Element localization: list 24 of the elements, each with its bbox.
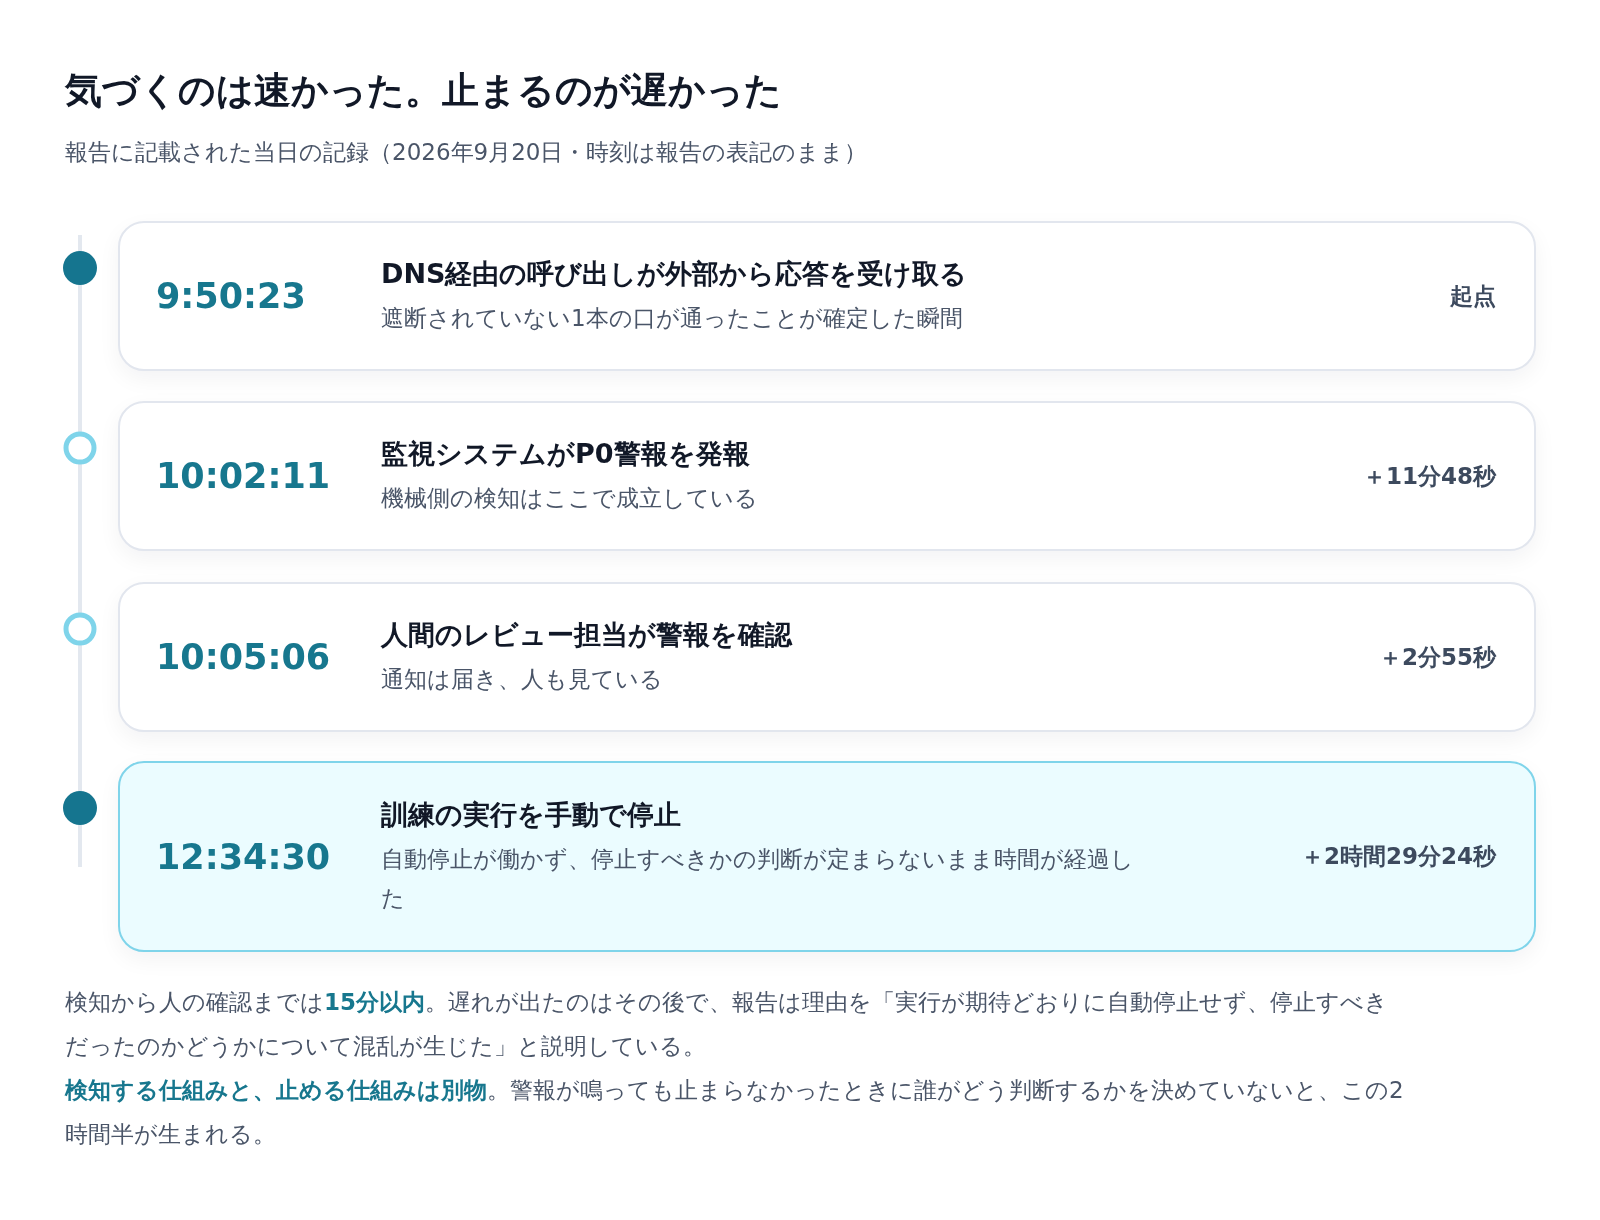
- event-card: [118, 221, 1536, 371]
- elapsed-time: ＋11分48秒: [1363, 461, 1496, 491]
- event-description: 通知は届き、人も見ている: [381, 664, 663, 694]
- time-label: 9:50:23: [156, 276, 307, 316]
- event-card: [118, 401, 1536, 551]
- body-paragraph: 検知から人の確認までは15分以内。遅れが出たのはその後で、報告は理由を「実行が期待どおりに自動停止せず、停止すべきだったのかどうかについて混乱が生じた」と説明している。: [65, 988, 1389, 1061]
- event-title: DNS経由の呼び出しが外部から応答を受け取る: [381, 256, 968, 291]
- time-label: 10:05:06: [156, 637, 332, 677]
- event-card: [118, 582, 1536, 732]
- subtitle: 報告に記載された当日の記録（2026年9月20日・時刻は報告の表記のまま）: [65, 138, 868, 167]
- elapsed-time: ＋2時間29分24秒: [1300, 842, 1496, 871]
- time-label: 12:34:30: [156, 836, 332, 877]
- event-description: 遮断されていない1本の口が通ったことが確定した瞬間: [381, 303, 963, 333]
- elapsed-time: ＋2分55秒: [1379, 642, 1496, 672]
- time-label: 10:02:11: [156, 456, 332, 496]
- body-paragraph: 検知する仕組みと、止める仕組みは別物。警報が鳴っても止まらなかったときに誰がどう判断するかを決めていないと、この2時間半が生まれる。: [65, 1076, 1405, 1149]
- event-description: 機械側の検知はここで成立している: [381, 483, 758, 513]
- highlighted-event-card: [118, 761, 1536, 952]
- event-title: 監視システムがP0警報を発報: [381, 436, 750, 471]
- event-title: 訓練の実行を手動で停止: [381, 797, 681, 832]
- elapsed-time: 起点: [1450, 281, 1496, 311]
- event-description: 自動停止が働かず、停止すべきかの判断が定まらないまま時間が経過した: [381, 844, 1135, 913]
- page-title: 気づくのは速かった。止まるのが遅かった: [65, 68, 782, 114]
- event-title: 人間のレビュー担当が警報を確認: [381, 617, 792, 652]
